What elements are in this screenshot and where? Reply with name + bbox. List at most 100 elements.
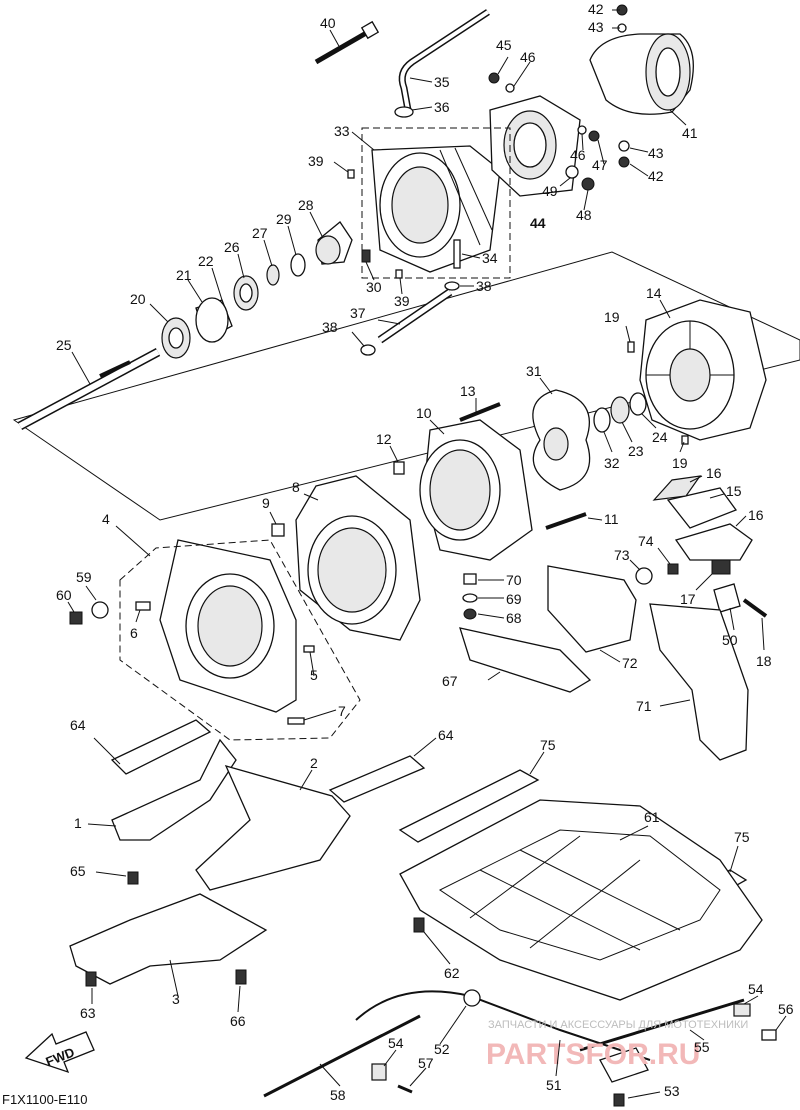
part-54b-holder (371, 1063, 387, 1081)
callout-50: 50 (722, 632, 738, 648)
part-19b-pin (681, 435, 689, 445)
callout-75-a: 75 (540, 737, 556, 753)
callout-49: 49 (542, 183, 558, 199)
callout-18: 18 (756, 653, 772, 669)
part-20-inner (168, 327, 184, 349)
callout-75-b: 75 (734, 829, 750, 845)
callout-52: 52 (434, 1041, 450, 1057)
part-7-bolt (287, 717, 305, 725)
callout-70: 70 (506, 572, 522, 588)
callout-48: 48 (576, 207, 592, 223)
callout-54-a: 54 (748, 981, 764, 997)
callout-20: 20 (130, 291, 146, 307)
callout-63: 63 (80, 1005, 96, 1021)
callout-13: 13 (460, 383, 476, 399)
leader-lines (67, 9, 787, 1099)
part-29-o-ring (290, 253, 306, 277)
part-26-inner (239, 283, 253, 303)
part-59-washer (91, 601, 109, 619)
callout-33: 33 (334, 123, 350, 139)
part-15-bracket (652, 475, 738, 529)
part-24-seal (629, 392, 647, 416)
part-31-impeller (532, 389, 591, 491)
part-10-duct (419, 419, 533, 561)
part-6-stud (135, 601, 151, 611)
callout-2: 2 (310, 755, 318, 771)
part-55-tie (579, 998, 745, 1052)
shaft-group-outline (12, 251, 800, 521)
callout-53: 53 (664, 1083, 680, 1099)
part-54a-holder (733, 1003, 751, 1017)
callout-40: 40 (320, 15, 336, 31)
part-27-collar (266, 264, 280, 286)
callout-65: 65 (70, 863, 86, 879)
part-73-grommet (635, 567, 653, 585)
callout-69: 69 (506, 591, 522, 607)
callout-11: 11 (604, 511, 619, 527)
part-40-bolt (314, 20, 380, 65)
callout-16-a: 16 (706, 465, 722, 481)
part-42b-bolt (618, 156, 630, 168)
callout-51: 51 (546, 1077, 562, 1093)
part-50-clip (713, 583, 741, 613)
callout-16-b: 16 (748, 507, 764, 523)
callout-17: 17 (680, 591, 696, 607)
callout-24: 24 (652, 429, 668, 445)
part-13-bolt (459, 402, 501, 422)
watermark-large-text: PARTSFOR.RU (486, 1038, 700, 1071)
callout-72: 72 (622, 655, 638, 671)
callout-59: 59 (76, 569, 92, 585)
callout-41: 41 (682, 125, 698, 141)
part-58-tie (263, 1014, 421, 1098)
callout-56: 56 (778, 1001, 794, 1017)
part-18-bolt (742, 598, 768, 618)
callout-1: 1 (74, 815, 82, 831)
callout-6: 6 (130, 625, 138, 641)
callout-37: 37 (350, 305, 366, 321)
callout-19-a: 19 (604, 309, 620, 325)
part-8-intake-duct (295, 475, 421, 641)
part-16-gasket (674, 523, 753, 561)
callout-31: 31 (526, 363, 542, 379)
callout-25: 25 (56, 337, 72, 353)
part-45-bolt (488, 72, 500, 84)
part-62-bolt (413, 917, 425, 933)
callout-67: 67 (442, 673, 458, 689)
part-44-nozzle (489, 95, 581, 197)
callout-26: 26 (224, 239, 240, 255)
callout-44: 44 (530, 215, 546, 231)
part-33-jet-housing (371, 145, 501, 273)
callout-15: 15 (726, 483, 742, 499)
part-9-collar (271, 523, 285, 537)
callout-19-b: 19 (672, 455, 688, 471)
callout-27: 27 (252, 225, 268, 241)
part-61-rack (399, 799, 763, 1001)
callout-labels: 40 35 36 33 39 45 46 46 47 49 44 48 42 4… (56, 1, 794, 1103)
part-56-clip (761, 1029, 777, 1041)
callout-73: 73 (614, 547, 630, 563)
callout-46-a: 46 (520, 49, 536, 65)
part-17-nut (711, 559, 731, 575)
part-67-bracket (459, 627, 592, 693)
callout-61: 61 (644, 809, 660, 825)
part-4-intake-plate (159, 539, 297, 713)
part-69-washer (462, 593, 478, 603)
part-25-shaft (17, 348, 161, 430)
part-28-seal-housing (315, 221, 353, 265)
part-14-pump-housing (639, 299, 767, 441)
part-38b-clamp (360, 344, 376, 356)
callout-58: 58 (330, 1087, 346, 1103)
callout-43-a: 43 (588, 19, 604, 35)
callout-42-b: 42 (648, 168, 664, 184)
callout-23: 23 (628, 443, 644, 459)
callout-60: 60 (56, 587, 72, 603)
part-48-bolt (581, 177, 595, 191)
part-65-bolt (127, 871, 139, 885)
part-66-bolt (235, 969, 247, 985)
part-41-deflector (589, 33, 694, 115)
part-5-pin (303, 645, 315, 653)
part-34-nipple (453, 239, 461, 269)
callout-38-a: 38 (476, 278, 492, 294)
part-70-bolt (463, 573, 477, 585)
